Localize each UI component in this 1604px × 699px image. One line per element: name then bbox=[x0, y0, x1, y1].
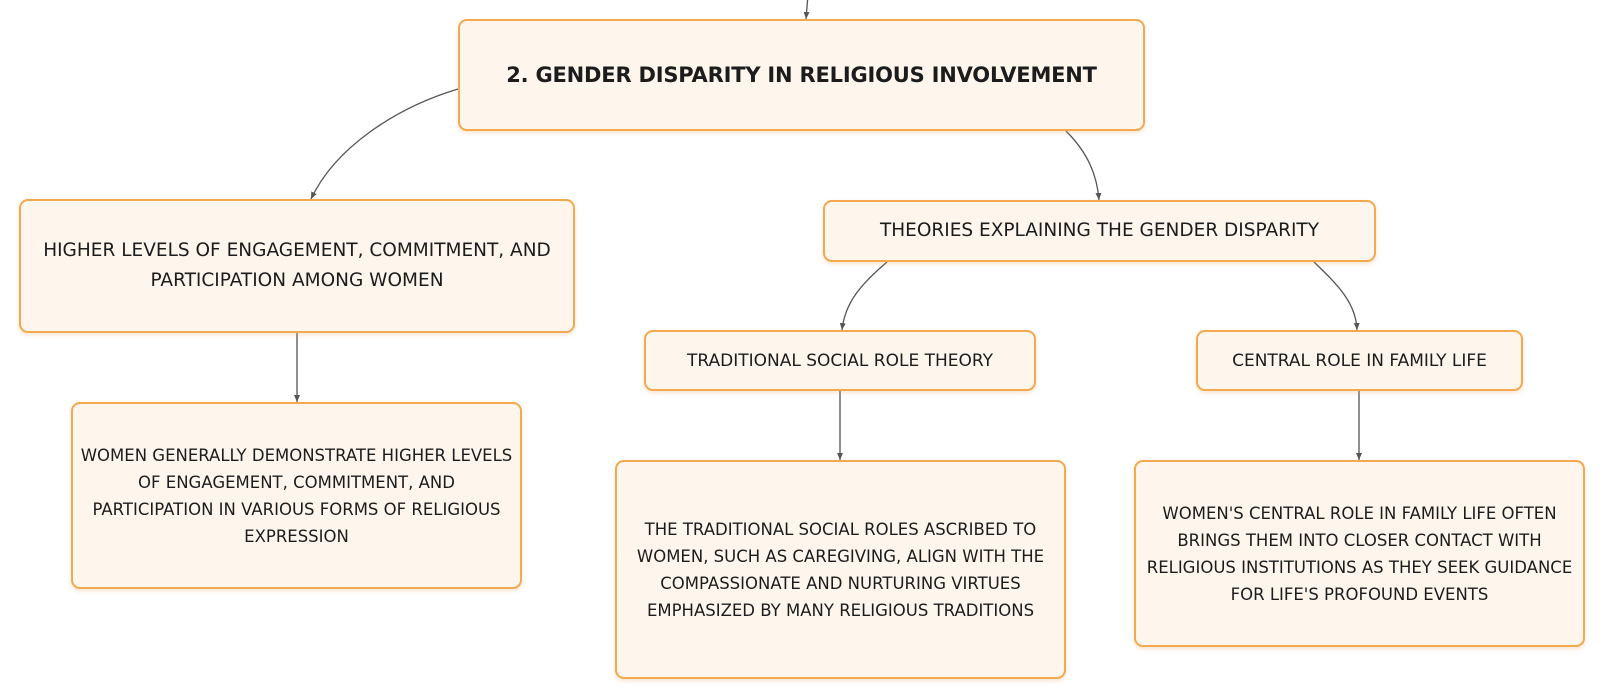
social-role-topic-node[interactable]: TRADITIONAL SOCIAL ROLE THEORY bbox=[644, 330, 1036, 391]
engagement-detail-label: WOMEN GENERALLY DEMONSTRATE HIGHER LEVEL… bbox=[80, 445, 513, 546]
engagement-topic-node[interactable]: HIGHER LEVELS OF ENGAGEMENT, COMMITMENT,… bbox=[19, 199, 575, 333]
social-role-detail-node[interactable]: THE TRADITIONAL SOCIAL ROLES ASCRIBED TO… bbox=[615, 460, 1066, 679]
family-life-detail-label: WOMEN'S CENTRAL ROLE IN FAMILY LIFE OFTE… bbox=[1146, 503, 1573, 604]
theories-topic-label: THEORIES EXPLAINING THE GENDER DISPARITY bbox=[879, 220, 1320, 241]
engagement-topic-label: HIGHER LEVELS OF ENGAGEMENT, COMMITMENT,… bbox=[43, 240, 551, 291]
connector-theories-to-social-role bbox=[839, 261, 888, 331]
social-role-topic-label: TRADITIONAL SOCIAL ROLE THEORY bbox=[686, 350, 993, 371]
connector-theories-to-family-life bbox=[1313, 261, 1360, 331]
engagement-detail-node[interactable]: WOMEN GENERALLY DEMONSTRATE HIGHER LEVEL… bbox=[71, 402, 522, 589]
root-topic-label: 2. GENDER DISPARITY IN RELIGIOUS INVOLVE… bbox=[506, 63, 1097, 87]
family-life-detail-node[interactable]: WOMEN'S CENTRAL ROLE IN FAMILY LIFE OFTE… bbox=[1134, 460, 1585, 647]
social-role-detail-label: THE TRADITIONAL SOCIAL ROLES ASCRIBED TO… bbox=[636, 519, 1045, 620]
connector-parent-to-root bbox=[803, 0, 810, 20]
family-life-topic-node[interactable]: CENTRAL ROLE IN FAMILY LIFE bbox=[1196, 330, 1523, 391]
connector-root-to-engagement bbox=[310, 88, 459, 200]
family-life-topic-label: CENTRAL ROLE IN FAMILY LIFE bbox=[1232, 350, 1487, 371]
root-topic-node[interactable]: 2. GENDER DISPARITY IN RELIGIOUS INVOLVE… bbox=[458, 19, 1145, 131]
connector-root-to-theories bbox=[1065, 130, 1102, 201]
theories-topic-node[interactable]: THEORIES EXPLAINING THE GENDER DISPARITY bbox=[823, 200, 1376, 262]
